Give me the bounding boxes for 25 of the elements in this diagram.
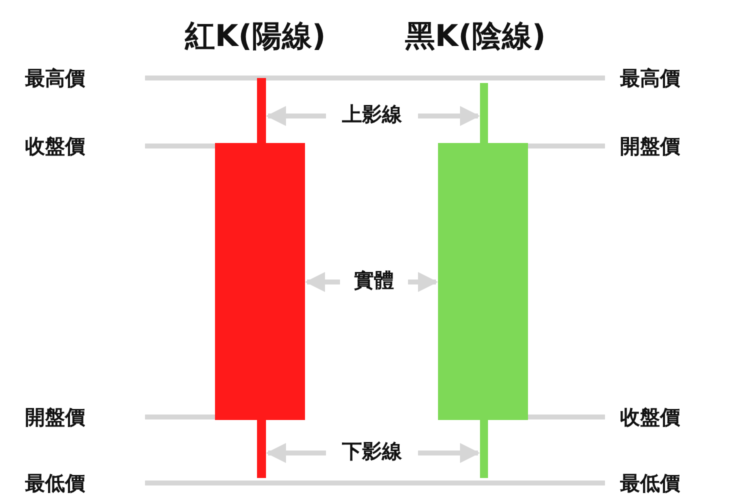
arrow [418, 443, 480, 463]
arrow [408, 272, 438, 292]
part-label: 上影線 [332, 104, 412, 124]
arrow [266, 106, 326, 126]
upper-wick [480, 83, 488, 143]
arrow [266, 443, 326, 463]
heading: 紅K(陽線) [185, 22, 326, 52]
candle-body [215, 143, 305, 420]
upper-wick [257, 78, 266, 143]
price-label: 最低價 [620, 473, 680, 493]
lower-wick [257, 420, 266, 478]
price-label: 開盤價 [25, 407, 85, 427]
part-label: 實體 [346, 270, 402, 290]
price-label: 開盤價 [620, 136, 680, 156]
arrow [418, 106, 480, 126]
heading: 黑K(陰線) [405, 22, 546, 52]
lower-wick [480, 420, 488, 478]
price-label: 最高價 [25, 68, 85, 88]
arrow [305, 272, 340, 292]
candle-body [438, 143, 528, 420]
part-label: 下影線 [332, 441, 412, 461]
price-label: 收盤價 [25, 136, 85, 156]
price-label: 最低價 [25, 473, 85, 493]
price-label: 最高價 [620, 68, 680, 88]
price-label: 收盤價 [620, 407, 680, 427]
